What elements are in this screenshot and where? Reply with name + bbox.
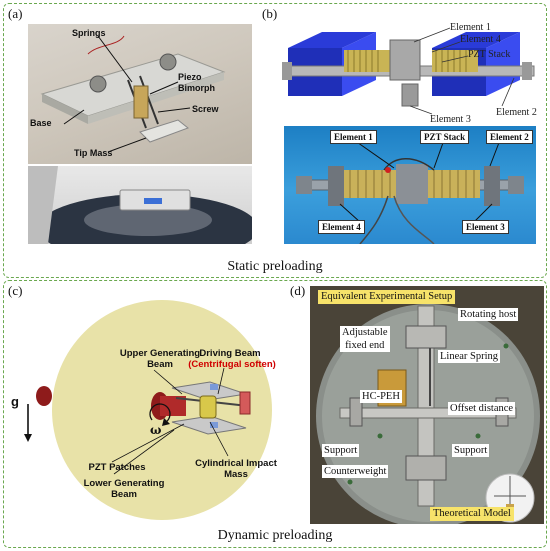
- panel-c-label: (c): [8, 283, 23, 298]
- callout-base: Base: [30, 118, 52, 128]
- omega-symbol: ω: [150, 423, 162, 437]
- cad-callout-element2: Element 2: [496, 107, 537, 118]
- callout-tip-mass: Tip Mass: [74, 148, 113, 158]
- gravity-symbol: g: [11, 394, 19, 409]
- callout-rotating-host: Rotating host: [458, 308, 519, 321]
- callout-upper-generating-beam: Upper Generating Beam: [119, 348, 201, 370]
- callout-offset-distance: Offset distance: [448, 402, 516, 415]
- callout-piezo-bimorph: Piezo Bimorph: [178, 72, 215, 93]
- rotating-disk-model: [24, 300, 272, 520]
- callout-support-left: Support: [322, 444, 360, 457]
- photo-callout-element2: Element 2: [486, 130, 533, 144]
- callout-lower-generating-beam: Lower Generating Beam: [83, 478, 165, 500]
- panel-a-rotor-photo: [28, 166, 252, 244]
- photo-callout-element4: Element 4: [318, 220, 365, 234]
- rotor-mount-drawing: [28, 166, 252, 244]
- cad-callout-element4: Element 4: [460, 34, 501, 45]
- callout-linear-spring: Linear Spring: [438, 350, 501, 363]
- bimorph-harvester-drawing: [40, 35, 226, 153]
- callout-driving-beam: Driving Beam: [199, 348, 261, 359]
- callout-support-right: Support: [452, 444, 490, 457]
- panel-b-label: (b): [262, 6, 278, 21]
- photo-callout-pzt-stack: PZT Stack: [420, 130, 470, 144]
- callout-hc-peh: HC-PEH: [360, 390, 402, 403]
- panel-d-label: (d): [290, 283, 306, 298]
- pzt-stack-photo-drawing: [296, 139, 524, 244]
- callout-theoretical-model: Theoretical Model: [430, 507, 514, 521]
- photo-callout-element3: Element 3: [462, 220, 509, 234]
- panel-b-cad-model: [282, 18, 538, 122]
- callout-screw: Screw: [192, 104, 219, 114]
- cad-callout-element3: Element 3: [430, 114, 471, 125]
- panel-a-bimorph-photo: [28, 24, 252, 164]
- dynamic-preloading-caption: Dynamic preloading: [217, 528, 333, 543]
- dynamic-preloading-section: [3, 280, 547, 548]
- callout-springs: Springs: [72, 28, 106, 38]
- cad-callout-pzt-stack: PZT Stack: [468, 49, 511, 60]
- callout-centrifugal-soften: (Centrifugal soften): [188, 359, 276, 370]
- callout-cylindrical-impact-mass: Cylindrical Impact Mass: [195, 458, 277, 480]
- photo-callout-element1: Element 1: [330, 130, 377, 144]
- panel-a-label: (a): [8, 6, 23, 21]
- pzt-stack-cad-drawing: [282, 27, 535, 115]
- callout-pzt-patches: PZT Patches: [88, 462, 146, 473]
- callout-adjustable-fixed-end: Adjustable fixed end: [340, 326, 390, 352]
- callout-counterweight: Counterweight: [322, 465, 389, 478]
- cad-callout-element1: Element 1: [450, 22, 491, 33]
- static-preloading-section: [3, 3, 547, 278]
- static-preloading-caption: Static preloading: [227, 259, 323, 274]
- panel-d-title: Equivalent Experimental Setup: [318, 290, 456, 304]
